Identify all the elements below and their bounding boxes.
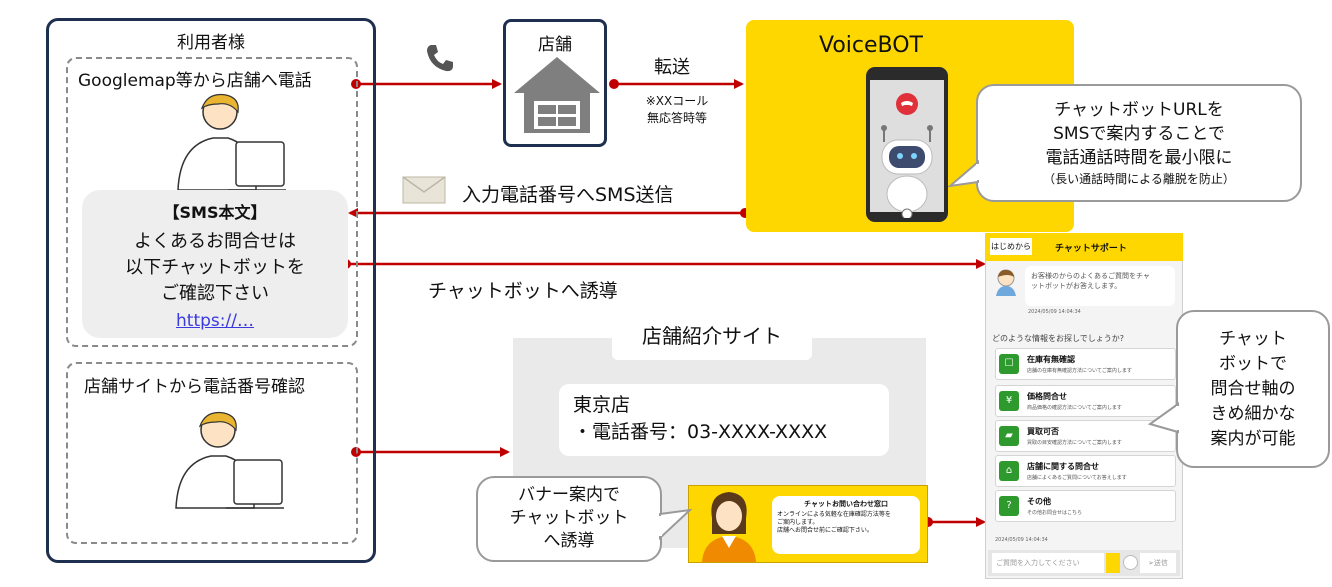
- stock-icon: ☐: [999, 354, 1019, 374]
- chatbot-callout-line: ボットで: [1219, 354, 1287, 374]
- robot-icon: [881, 93, 933, 218]
- chatbot-menu-title: 買取可否: [1027, 427, 1059, 436]
- chatbot-restart-button[interactable]: はじめから: [990, 238, 1032, 255]
- transfer-note-line: ※XXコール: [645, 94, 709, 108]
- voicebot-callout-line: 電話通話時間を最小限に: [1045, 148, 1233, 168]
- sms-heading: 【SMS本文】: [163, 203, 267, 222]
- chatbot-menu-desc: 店舗によくあるご質問についてお答えします: [1027, 475, 1127, 481]
- banner-line: 店舗へお問合せ前にご確認下さい。: [777, 527, 873, 534]
- sms-line: よくあるお問合せは: [134, 231, 296, 252]
- store-label: 店舗: [538, 35, 572, 55]
- store-name: 東京店: [573, 394, 631, 416]
- yen-icon: ¥: [999, 391, 1019, 411]
- callout-tail: [1148, 402, 1180, 434]
- sms-line: 以下チャットボットを: [125, 257, 305, 278]
- banner-line: ご案内します。: [777, 519, 819, 526]
- store-building-icon: [514, 57, 600, 133]
- voicebot-callout-sub: （長い通話時間による離脱を防止）: [1043, 172, 1235, 186]
- sms-line: ご確認下さい: [161, 283, 269, 304]
- envelope-icon: [402, 176, 446, 204]
- chatbot-callout: チャット ボットで 問合せ軸の きめ細かな 案内が可能: [1176, 310, 1330, 468]
- operator-woman-icon: [702, 492, 756, 562]
- chatbot-timestamp: 2024/05/09 14:04:34: [1028, 309, 1081, 315]
- chatbot-menu-title: その他: [1027, 497, 1051, 506]
- chatbot-menu-title: 価格問合せ: [1027, 392, 1067, 401]
- chatbot-menu-item[interactable]: [995, 348, 1176, 380]
- chatbot-callout-line: きめ細かな: [1210, 404, 1296, 424]
- voicebot-callout-line: チャットボットURLを: [1054, 100, 1224, 120]
- callout-tail: [948, 160, 980, 188]
- chatbot-menu-item[interactable]: [995, 490, 1176, 522]
- chatbot-send-button[interactable]: ➢送信: [1140, 553, 1176, 573]
- voicebot-callout-line: SMSで案内することで: [1053, 124, 1225, 144]
- callout-tail: [658, 508, 692, 541]
- banner-card: チャットお問い合わせ窓口 オンラインによる気軽な在庫確認方法等を ご案内します。…: [772, 496, 920, 554]
- store-site-title: 店舗紹介サイト: [612, 320, 812, 360]
- chatbot-callout-line: 問合せ軸の: [1210, 379, 1296, 399]
- bot-avatar-icon: [996, 269, 1016, 296]
- sms-link[interactable]: https://…: [176, 311, 254, 331]
- truck-icon: ▰: [999, 426, 1019, 446]
- chatbot-menu-item[interactable]: [995, 385, 1176, 417]
- person-laptop-icon: [175, 411, 284, 509]
- banner-callout: バナー案内で チャットボット へ誘導: [476, 476, 662, 562]
- transfer-label: 転送: [654, 57, 690, 78]
- transfer-note-line: 無応答時等: [646, 111, 707, 125]
- user-panel-title: 利用者様: [177, 33, 245, 53]
- chatbot-menu-desc: 店舗の在庫有無確認方法についてご案内します: [1027, 368, 1132, 374]
- banner-callout-line: チャットボット: [509, 508, 629, 528]
- user-panel: [46, 18, 376, 563]
- chatbot-menu-item[interactable]: [995, 420, 1176, 452]
- chatbot-callout-line: チャット: [1219, 329, 1287, 349]
- sms-bubble: 【SMS本文】 よくあるお問合せは 以下チャットボットを ご確認下さい http…: [82, 190, 348, 338]
- scenario-call-label: Googlemap等から店舗へ電話: [78, 71, 312, 91]
- banner-callout-line: バナー案内で: [518, 485, 620, 505]
- chatbot-message-input[interactable]: ご質問を入力してください: [992, 553, 1104, 573]
- chatbot-greeting-line: お客様のからのよくあるご質問をチャ: [1031, 272, 1150, 280]
- chatbot-menu-desc: その他お問合せはこちら: [1027, 510, 1083, 516]
- chatbot-menu-item[interactable]: [995, 455, 1176, 487]
- scenario-call-box: [66, 57, 358, 347]
- chatbot-menu-desc: 商品価格の確認方法についてご案内します: [1027, 405, 1122, 411]
- voicebot-callout: チャットボットURLを SMSで案内することで 電話通話時間を最小限に （長い通…: [976, 84, 1302, 202]
- scenario-site-box: [66, 362, 358, 544]
- chatbot-greeting-line: ットボットがお答えします。: [1031, 282, 1122, 290]
- banner-title: チャットお問い合わせ窓口: [804, 500, 888, 508]
- chatbot-question: どのような情報をお探しでしょうか?: [992, 334, 1125, 343]
- chatbot-timestamp: 2024/05/09 14:04:34: [995, 537, 1048, 543]
- phone-handset-icon: [427, 45, 453, 72]
- question-icon: ?: [999, 496, 1019, 516]
- microphone-icon[interactable]: [1106, 553, 1120, 573]
- emoji-button-icon[interactable]: [1123, 555, 1138, 570]
- chatbot-callout-line: 案内が可能: [1210, 429, 1296, 449]
- transfer-note: ※XXコール 無応答時等: [632, 93, 722, 127]
- banner-line: オンラインによる気軽な在庫確認方法等を: [777, 511, 891, 518]
- chatbot-greeting: お客様のからのよくあるご質問をチャ ットボットがお答えします。: [1025, 266, 1175, 306]
- chatbot-menu-title: 在庫有無確認: [1027, 355, 1075, 364]
- scenario-site-label: 店舗サイトから電話番号確認: [84, 377, 305, 397]
- sms-send-label: 入力電話番号へSMS送信: [462, 184, 674, 206]
- voicebot-title: VoiceBOT: [818, 33, 923, 58]
- store-phone: ・電話番号：03-XXXX-XXXX: [573, 421, 828, 443]
- person-laptop-icon: [177, 93, 286, 191]
- home-icon: ⌂: [999, 461, 1019, 481]
- guide-to-chatbot-label: チャットボットへ誘導: [428, 280, 618, 302]
- banner-callout-line: へ誘導: [543, 531, 595, 551]
- chatbot-menu-title: 店舗に関する問合せ: [1027, 462, 1099, 471]
- store-info-card: 東京店 ・電話番号：03-XXXX-XXXX: [559, 384, 889, 456]
- chatbot-menu-desc: 買取の目安確認方法についてご案内します: [1027, 440, 1122, 446]
- chatbot-title: チャットサポート: [1055, 244, 1127, 254]
